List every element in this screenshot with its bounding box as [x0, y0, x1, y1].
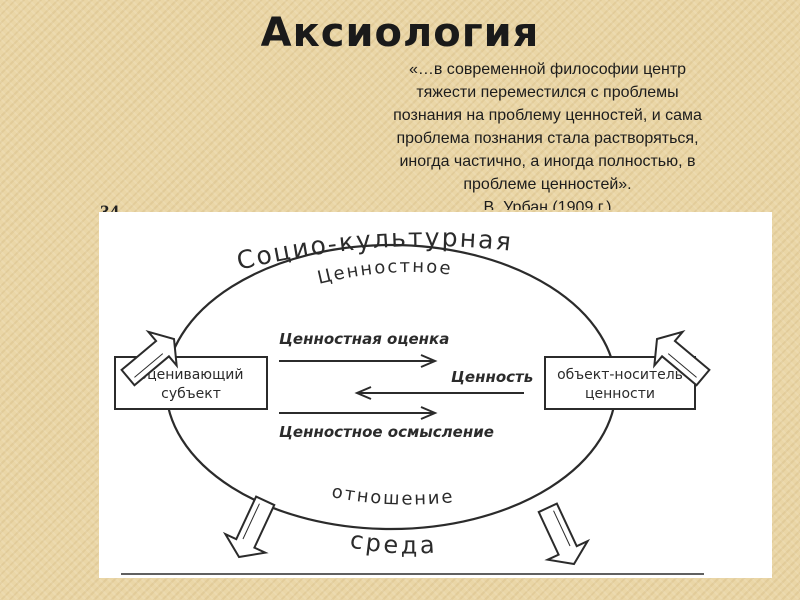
- value-label: Ценность: [451, 368, 533, 386]
- quote-attribution: В. Урбан (1909 г.): [483, 199, 612, 210]
- arrow-left-value: [354, 386, 524, 400]
- quote-block: «…в современной философии центр тяжести …: [345, 58, 750, 210]
- influence-arrow-out-left-icon: [222, 495, 276, 559]
- quote-line: тяжести переместился с проблемы: [416, 84, 679, 101]
- axiology-diagram: Социо-культурная Ценностное отношение ср…: [114, 223, 711, 575]
- diagram-panel: Социо-культурная Ценностное отношение ср…: [99, 212, 772, 578]
- quote-line: «…в современной философии центр: [408, 61, 687, 78]
- influence-arrow-in-left-icon: [120, 329, 178, 387]
- quote-line: проблеме ценностей».: [463, 176, 632, 193]
- inner-bottom-label: отношение: [330, 481, 455, 509]
- value-assessment-label: Ценностная оценка: [279, 330, 449, 348]
- value-comprehension-label: Ценностное осмысление: [279, 423, 494, 441]
- object-box-line1: объект-носитель: [557, 367, 683, 383]
- arrow-right-comprehension: [279, 406, 438, 420]
- quote-line: проблема познания стала растворяться,: [396, 130, 699, 147]
- influence-arrow-out-right-icon: [537, 502, 591, 566]
- influence-arrow-in-right-icon: [653, 329, 711, 387]
- slide-title: Аксиология: [260, 10, 540, 56]
- subject-box-line1: оценивающий: [139, 367, 244, 383]
- subject-box-line2: субъект: [161, 386, 221, 402]
- outer-bottom-label: среда: [348, 525, 438, 559]
- arrow-right-assessment: [279, 354, 438, 368]
- object-box-line2: ценности: [585, 386, 655, 402]
- quote-line: иногда частично, а иногда полностью, в: [399, 153, 696, 170]
- outer-top-label: Социо-культурная: [234, 223, 515, 276]
- quote-line: познания на проблему ценностей, и сама: [393, 107, 702, 124]
- inner-top-label: Ценностное: [315, 256, 453, 289]
